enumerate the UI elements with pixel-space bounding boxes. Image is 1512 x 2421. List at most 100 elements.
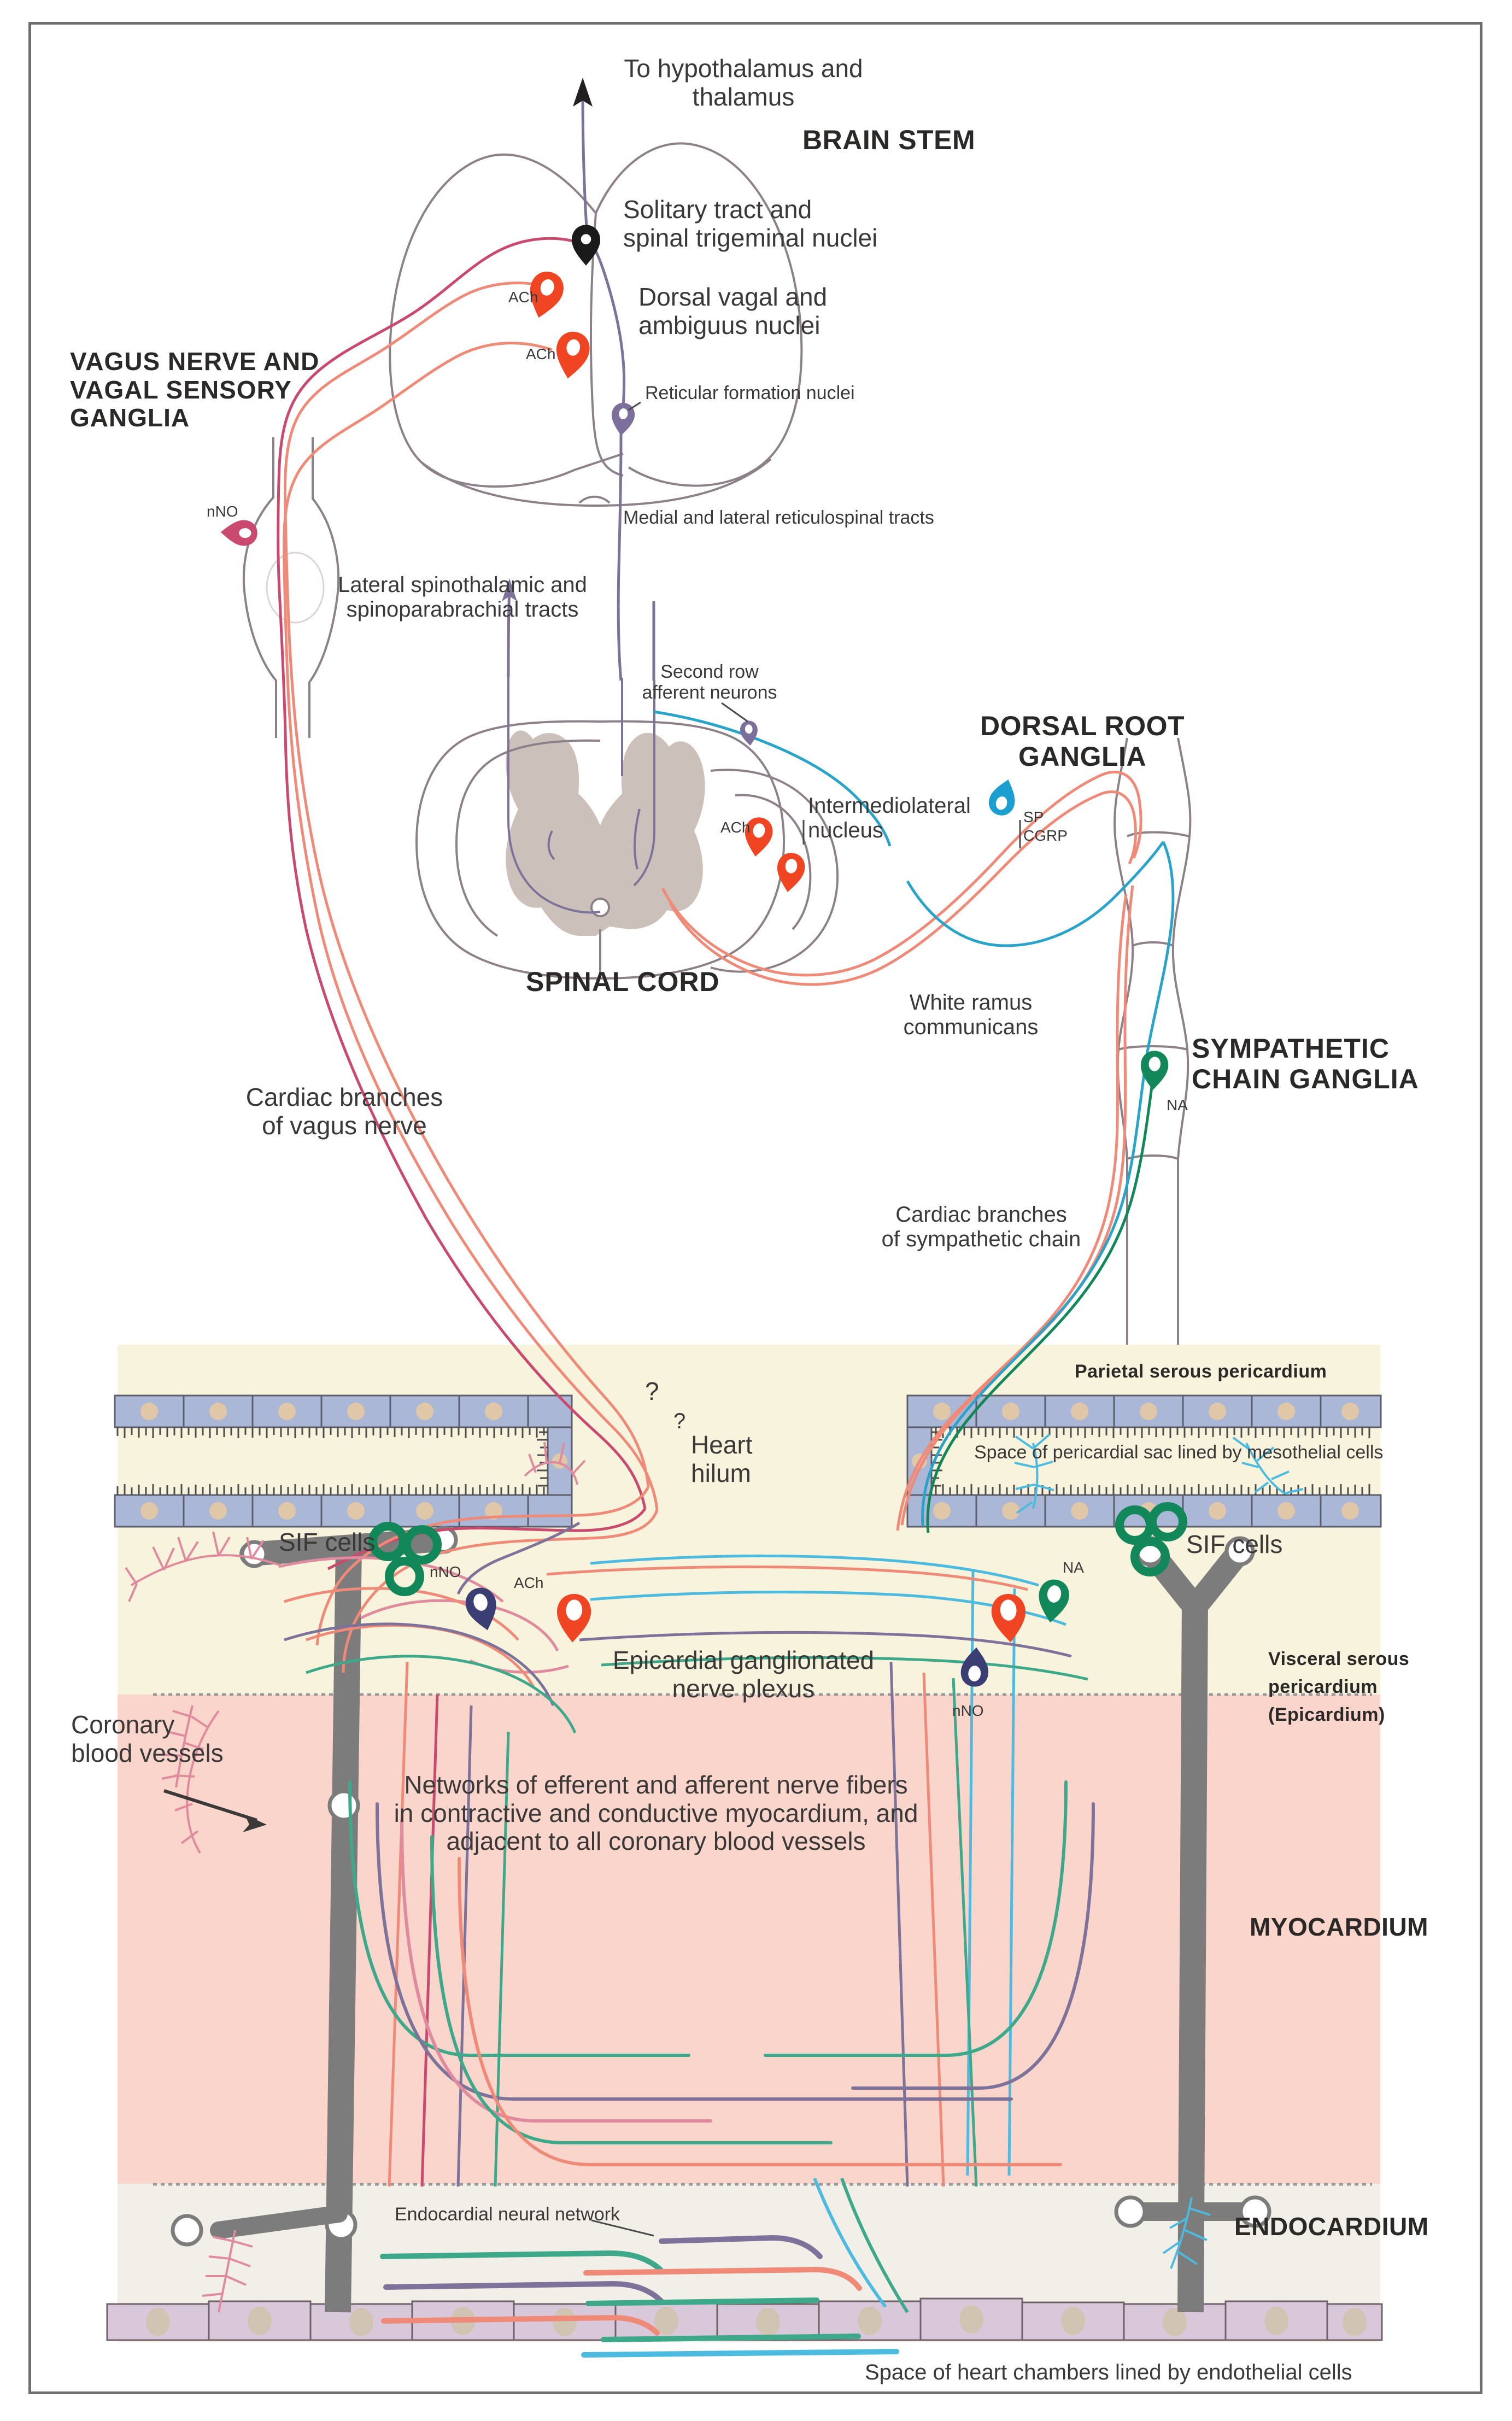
postganglionic-sympathetic-2 — [896, 894, 1128, 1531]
label-solitary-tract: Solitary tract and spinal trigeminal nuc… — [623, 195, 878, 252]
epicardial-arbor-left-upper — [175, 1705, 194, 1788]
terminal-network-left — [130, 1554, 285, 1586]
sympathetic-chain-right — [1171, 737, 1192, 1345]
region-label-vagus-nerve: VAGUS NERVE AND VAGAL SENSORY GANGLIA — [70, 347, 320, 432]
label-coronary-blood-vessels: Coronary blood vessels — [71, 1710, 224, 1767]
dorsal-root-arc — [710, 769, 839, 973]
region-label-brain-stem: BRAIN STEM — [802, 125, 976, 155]
vagal-afferent-fiber — [277, 237, 647, 1509]
ascending-tract-to-thalamus — [581, 90, 589, 244]
sensory-afferent-descend — [906, 841, 1165, 947]
afferent-tract-3 — [633, 681, 655, 887]
myocardial-arc-right-green — [764, 1780, 1068, 2057]
label-sif-cells-right: SIF cells — [1186, 1530, 1283, 1558]
label-to-hypothalamus: To hypothalamus and thalamus — [624, 54, 863, 111]
leader-endocardial-network — [591, 2219, 654, 2237]
leader-coronary-vessels — [163, 1789, 257, 1822]
endocardial-seg-blue-1 — [581, 2349, 899, 2358]
region-label-dorsal-root-ganglia: DORSAL ROOT GANGLIA — [980, 711, 1185, 772]
label-cardiac-branches-vagus: Cardiac branches of vagus nerve — [245, 1083, 443, 1140]
vagal-to-plexus-2 — [342, 1509, 659, 1673]
label-second-row-afferent: Second row afferent neurons — [642, 661, 777, 704]
plexus-blue-vertical2 — [1007, 1588, 1016, 2176]
vagal-ganglion-outline — [243, 437, 277, 738]
endocardial-seg-green-1 — [380, 2250, 663, 2272]
nt-label-na-epicardial: NA — [1063, 1559, 1084, 1576]
nt-label-ach-brainstem-1: ACh — [508, 289, 538, 306]
neuron-ach-epicardial — [555, 1593, 592, 1644]
endocardial-curve-2 — [812, 2267, 862, 2291]
na-postganglionic-fiber — [926, 1074, 1155, 1533]
endocardial-seg-purple-2 — [383, 2281, 664, 2304]
plexus-green-loop-left — [306, 1655, 577, 1733]
neuron-ach-iml-2 — [773, 851, 807, 894]
region-label-spinal-cord: SPINAL CORD — [526, 966, 720, 997]
plexus-red-loop-left — [284, 1587, 519, 1641]
label-cardiac-branches-sympathetic: Cardiac branches of sympathetic chain — [881, 1203, 1081, 1251]
endocardial-seg-purple-1 — [659, 2235, 775, 2244]
region-label-sympathetic-chain: SYMPATHETIC CHAIN GANGLIA — [1192, 1033, 1419, 1094]
nt-label-nno-vagal: nNO — [207, 503, 238, 520]
terminal-network-right-blue — [1032, 1443, 1039, 1509]
neuron-second-row-afferent — [739, 720, 759, 747]
reticulospinal-tract — [617, 434, 623, 681]
leader-second-row — [721, 702, 748, 723]
neuron-ach-brainstem-2 — [551, 329, 593, 382]
terminal-network-right-blue2 — [1245, 1443, 1286, 1494]
leader-reticular — [628, 401, 641, 411]
arrow-spinothalamic — [502, 578, 517, 601]
brainstem-reticular-axon — [590, 244, 626, 435]
nt-label-na-sympathetic: NA — [1167, 1097, 1188, 1113]
label-spinothalamic-tracts: Lateral spinothalamic and spinoparabrach… — [338, 573, 587, 622]
endocardial-seg-red-1 — [583, 2267, 817, 2276]
region-label-myocardium: MYOCARDIUM — [1250, 1913, 1428, 1941]
endocardial-arbor-left — [218, 2230, 236, 2313]
dorsal-root-inner — [735, 794, 812, 930]
sympathetic-chain-left — [1114, 737, 1134, 1345]
neuron-nno-epicardial-left — [462, 1584, 502, 1634]
myocardial-arc-green-2 — [430, 1835, 833, 2144]
neuron-nno-epicardial-right — [959, 1646, 991, 1688]
label-dorsal-vagal: Dorsal vagal and ambiguus nuclei — [638, 283, 828, 339]
vagal-ganglion-outline-right — [308, 437, 340, 738]
neuron-ach-epicardial-right — [990, 1592, 1028, 1644]
nt-label-nno-epicardial-right: nNO — [952, 1702, 984, 1719]
brain-stem-lower-border — [420, 458, 772, 507]
question-mark-vagal: ? — [645, 1377, 659, 1405]
preganglionic-sympathetic-2 — [669, 790, 1137, 986]
label-parietal-pericardium: Parietal serous pericardium — [1075, 1361, 1327, 1382]
endocardial-seg-red-2 — [381, 2314, 660, 2336]
neuron-sp-cgrp-drg — [986, 776, 1021, 819]
label-visceral-pericardium: Visceral serous pericardium (Epicardium) — [1268, 1649, 1410, 1725]
postganglionic-sympathetic-1 — [900, 885, 1134, 1526]
label-endocardial-network: Endocardial neural network — [395, 2204, 620, 2225]
spinal-cord-outline-right — [600, 720, 786, 980]
label-intermediolateral-nucleus: Intermediolateral nucleus — [808, 794, 971, 842]
preganglionic-sympathetic-1 — [661, 770, 1142, 977]
brain-stem-outline — [389, 153, 624, 488]
label-sif-cells-left: SIF cells — [279, 1528, 376, 1556]
vagal-efferent-fiber-2 — [282, 342, 659, 1510]
neuron-ach-iml-1 — [741, 816, 775, 859]
question-mark-vagal-2: ? — [673, 1409, 686, 1433]
label-heart-hilum: Heart hilum — [691, 1431, 753, 1487]
endocardial-curve-1 — [769, 2235, 823, 2259]
brain-stem-outline-right — [595, 142, 803, 487]
myocardial-arc-red-1 — [458, 1857, 1062, 2166]
neuron-solitary-tract — [571, 225, 601, 266]
nt-label-nno-epicardial-left: nNO — [430, 1563, 461, 1580]
brain-stem-notch — [578, 495, 611, 504]
nt-label-ach-epicardial: ACh — [514, 1574, 544, 1591]
plexus-blue-cross-1 — [590, 1554, 1039, 1587]
